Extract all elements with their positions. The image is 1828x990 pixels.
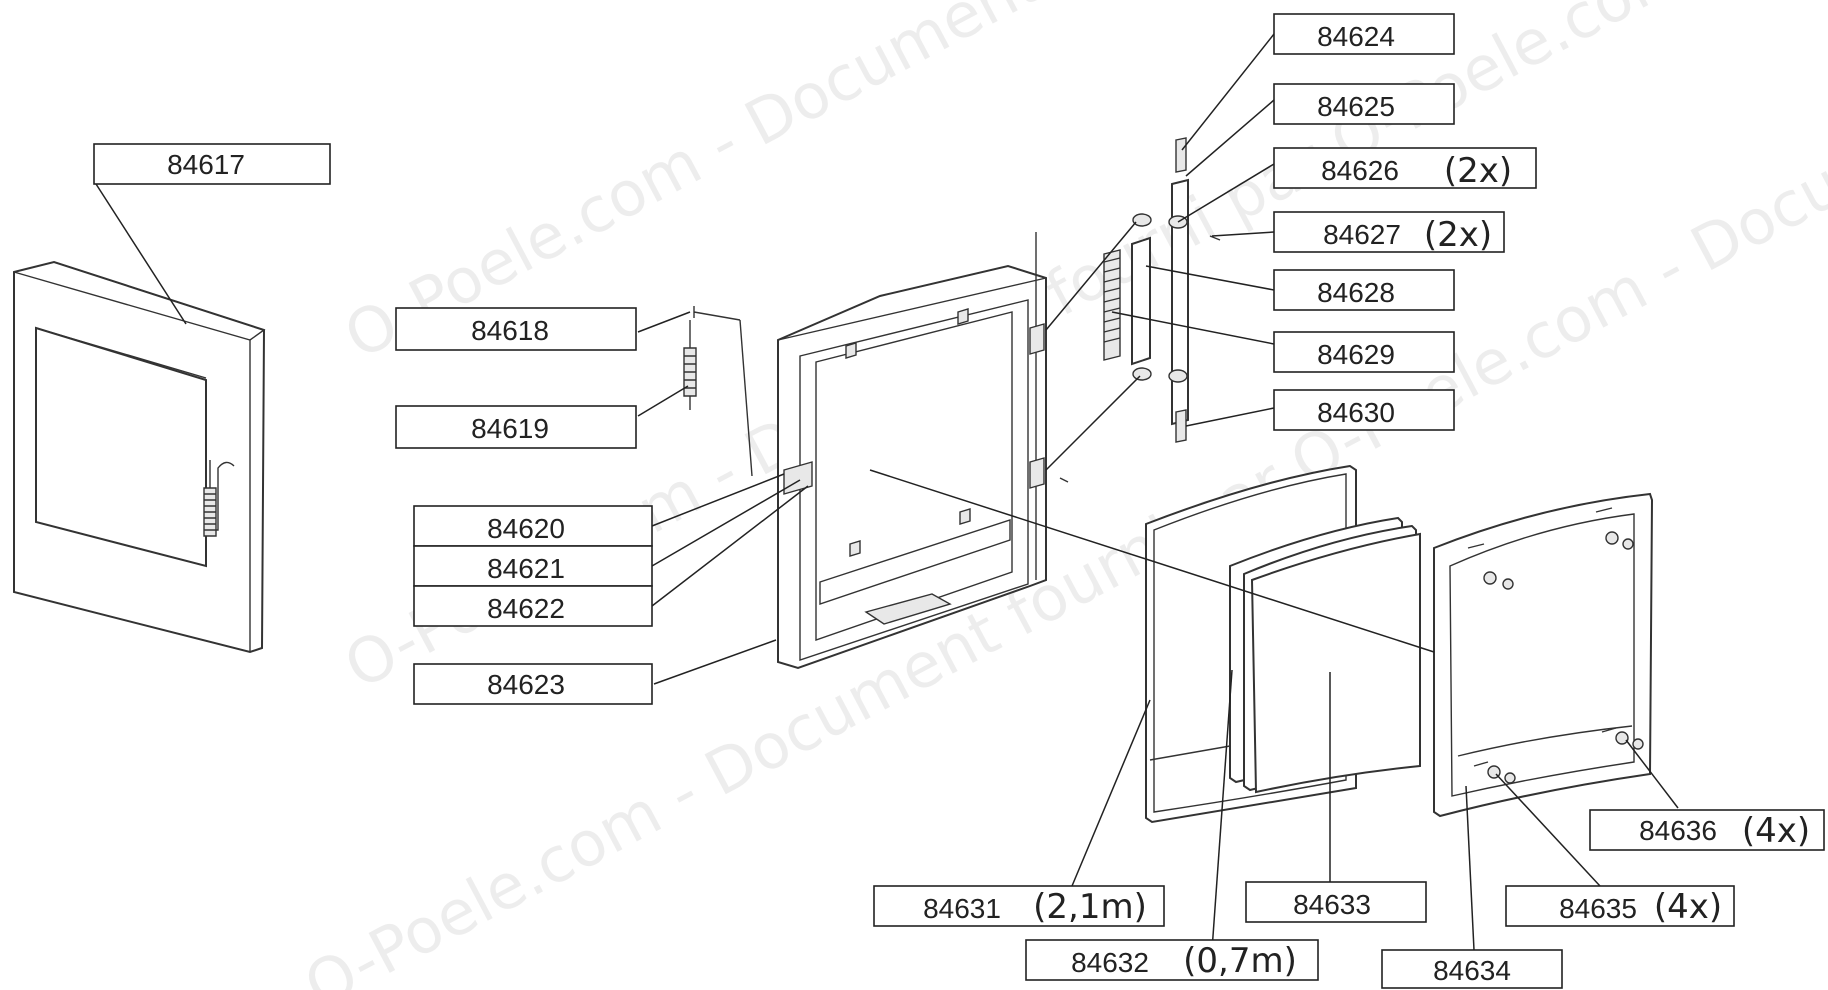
part-labels: 84617 84618 84619 84620 84621 84622 8462… xyxy=(93,13,1825,989)
part-label-84625: 84625 xyxy=(1273,83,1455,125)
part-number: 84632 xyxy=(1071,947,1149,978)
part-number: 84635 xyxy=(1559,893,1637,924)
part-label-84629: 84629 xyxy=(1273,331,1455,373)
part-number: 84626 xyxy=(1321,155,1399,186)
part-label-84631: 84631 (2,1m) xyxy=(873,885,1165,927)
part-number: 84633 xyxy=(1293,889,1371,920)
part-label-84633: 84633 xyxy=(1245,881,1427,923)
door-frame-drawing xyxy=(777,232,1047,670)
part-number: 84631 xyxy=(923,893,1001,924)
part-label-84618: 84618 xyxy=(395,307,637,351)
part-quantity: (0,7m) xyxy=(1183,941,1297,981)
part-quantity: (4x) xyxy=(1654,887,1722,927)
part-number: 84636 xyxy=(1639,815,1717,846)
part-number: 84622 xyxy=(487,593,565,624)
part-label-84621: 84621 xyxy=(413,545,653,587)
part-number: 84621 xyxy=(487,553,565,584)
part-label-84626: 84626 (2x) xyxy=(1273,147,1537,191)
part-label-84630: 84630 xyxy=(1273,389,1455,431)
part-number: 84617 xyxy=(167,149,245,180)
glass-retainer-drawing xyxy=(1433,492,1654,818)
part-quantity: (2x) xyxy=(1444,151,1512,191)
part-label-84622: 84622 xyxy=(413,585,653,627)
part-number: 84623 xyxy=(487,669,565,700)
glass-pane-drawing xyxy=(1229,516,1421,794)
part-label-84623: 84623 xyxy=(413,663,653,705)
part-label-84636: 84636 (4x) xyxy=(1589,809,1825,851)
part-label-84635: 84635 (4x) xyxy=(1505,885,1735,927)
part-quantity: (4x) xyxy=(1742,811,1810,851)
part-label-84617: 84617 xyxy=(93,143,331,185)
part-number: 84624 xyxy=(1317,21,1395,52)
part-label-84627: 84627 (2x) xyxy=(1273,211,1505,255)
part-number: 84625 xyxy=(1317,91,1395,122)
part-label-84624: 84624 xyxy=(1273,13,1455,55)
part-label-84634: 84634 xyxy=(1381,949,1563,989)
part-label-84620: 84620 xyxy=(413,505,653,547)
part-number: 84627 xyxy=(1323,219,1401,250)
part-number: 84619 xyxy=(471,413,549,444)
part-number: 84634 xyxy=(1433,955,1511,986)
part-number: 84618 xyxy=(471,315,549,346)
part-label-84632: 84632 (0,7m) xyxy=(1025,939,1319,981)
hinge-bar-drawing xyxy=(1059,137,1221,483)
spring-rod-drawing xyxy=(683,306,753,477)
part-number: 84629 xyxy=(1317,339,1395,370)
door-assembly-drawing xyxy=(13,260,266,654)
part-label-84628: 84628 xyxy=(1273,269,1455,311)
leader-lines xyxy=(95,33,1679,951)
part-number: 84620 xyxy=(487,513,565,544)
part-quantity: (2,1m) xyxy=(1033,887,1147,927)
part-quantity: (2x) xyxy=(1424,215,1492,255)
part-number: 84630 xyxy=(1317,397,1395,428)
part-number: 84628 xyxy=(1317,277,1395,308)
part-label-84619: 84619 xyxy=(395,405,637,449)
door-handle-drawing xyxy=(203,460,235,537)
